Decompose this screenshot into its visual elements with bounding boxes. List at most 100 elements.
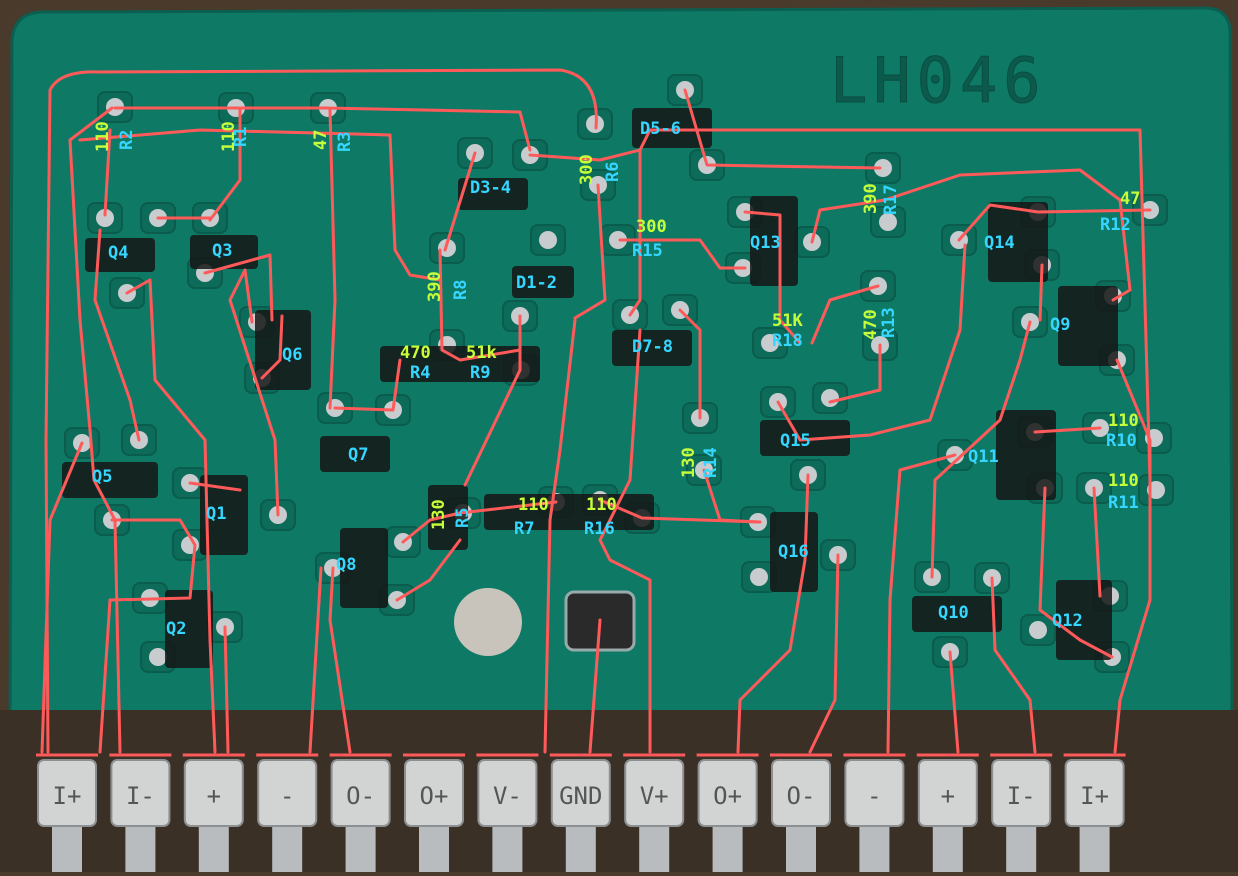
pin-pad [991,759,1052,827]
ref-r2: R2 [117,130,137,150]
ref-r14: R14 [701,447,721,478]
ref-r17: R17 [881,184,901,215]
value-r8: 390 [425,271,445,302]
pin-pad [330,759,391,827]
pin-pad [37,759,97,827]
pin-label: I- [1007,782,1036,810]
label-d5-6: D5-6 [640,119,681,139]
trace [328,108,337,410]
trace [776,243,967,442]
component-package [484,494,654,530]
component-package [912,596,1002,632]
pad-center [149,648,167,666]
pin-label: O- [346,782,375,810]
component-package [1058,286,1118,366]
pad-center [750,568,768,586]
ref-r12: R12 [1100,215,1131,235]
value-r18: 51K [772,311,803,331]
pin-pad [624,759,685,827]
component-package [380,346,540,382]
value-r15: 300 [636,217,667,237]
trace [678,308,702,420]
trace [260,314,284,380]
label-q12: Q12 [1052,611,1083,631]
value-r10: 110 [1108,411,1139,431]
component-package [750,196,798,286]
trace [528,128,1152,482]
ref-r11: R11 [1108,493,1139,513]
trace [44,68,598,754]
label-q9: Q9 [1050,315,1070,335]
component-package [988,202,1048,282]
trace [957,203,1152,242]
pad-center [821,389,839,407]
pin-pad [110,759,171,827]
ref-r1: R1 [231,127,251,147]
component-package [85,238,155,272]
value-r12: 47 [1120,189,1140,209]
trace [683,88,882,170]
trace [573,183,607,320]
trace [438,248,522,362]
pad-center [96,209,114,227]
trace [886,453,957,754]
ref-r13: R13 [879,307,899,338]
trace [463,314,522,487]
ref-r6: R6 [603,162,623,182]
ref-r4: R4 [410,363,430,383]
trace [125,278,217,754]
trace [990,576,1037,754]
component-package [428,485,468,550]
trace [401,500,558,544]
component-package [458,178,528,210]
label-q4: Q4 [108,243,128,263]
component-package [320,436,390,472]
pin-pad [183,759,244,827]
packages-layer [62,108,1118,668]
pin-label: O+ [713,782,742,810]
trace [810,168,1132,302]
trace [443,151,477,252]
component-package [512,266,574,298]
trace [113,106,532,152]
value-r2: 110 [93,121,113,152]
trace [395,538,462,602]
traces-layer [40,68,1152,754]
pin-pad [697,759,758,827]
component-package [165,590,213,668]
pin-pad [771,759,831,827]
trace [810,284,880,345]
value-r4: 470 [400,343,431,363]
label-q6: Q6 [282,345,302,365]
part-number: LH046 [830,44,1047,117]
trace [743,210,802,345]
trace [736,473,810,754]
trace [308,566,323,754]
label-q2: Q2 [166,619,186,639]
value-r7: 110 [518,495,549,515]
trace [588,618,602,754]
value-r14: 130 [679,447,699,478]
pin-label: O- [787,782,816,810]
label-q14: Q14 [984,233,1015,253]
mounting-hole [454,588,522,656]
pin-label: I- [126,782,155,810]
ref-r3: R3 [335,132,355,152]
label-q13: Q13 [750,233,781,253]
value-r3: 47 [311,130,331,150]
trace [188,481,242,492]
pin-pad [257,759,318,827]
label-q3: Q3 [212,241,232,261]
trace [808,553,840,754]
pin-label: V+ [640,782,669,810]
trace [228,268,280,517]
pin-pad [404,759,464,827]
label-q10: Q10 [938,603,969,623]
trace [78,128,442,282]
trace [930,320,1032,579]
trace [628,148,642,317]
trace [828,343,882,404]
trace [98,518,197,754]
trace [328,566,352,754]
